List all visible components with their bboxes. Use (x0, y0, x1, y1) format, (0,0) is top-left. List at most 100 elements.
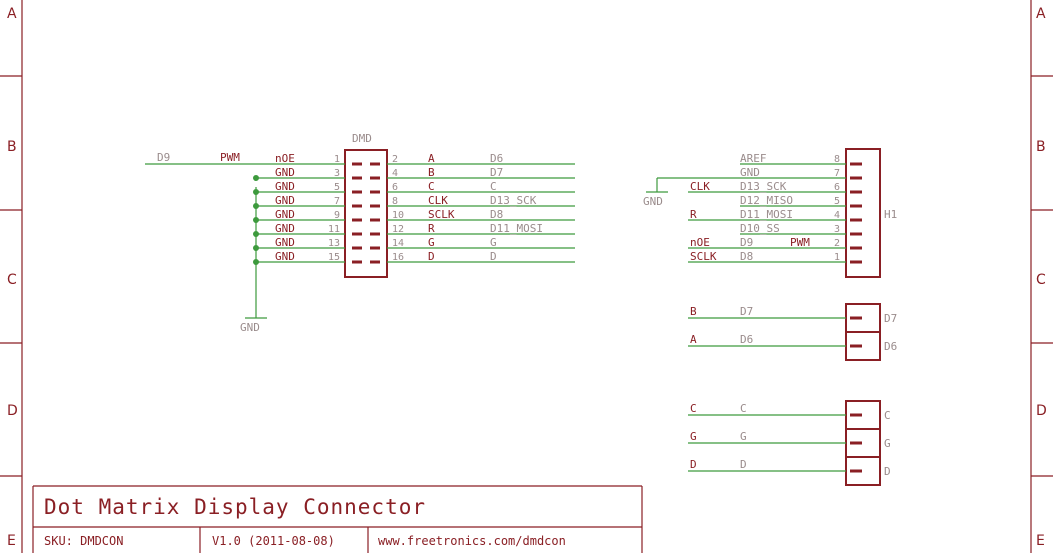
zone-label-left-c: C (7, 272, 17, 288)
dmd-right-pin: 14 (392, 238, 404, 249)
title-block: Dot Matrix Display Connector SKU: DMDCON… (32, 485, 643, 553)
dmd-right-signal: SCLK (428, 208, 455, 221)
dmd-right-pin: 4 (392, 168, 398, 179)
h1-pin-number: 6 (834, 182, 840, 193)
dmd-left-signal: GND (275, 222, 295, 235)
h1-pin-number: 7 (834, 168, 840, 179)
dmd-right-pin: 2 (392, 154, 398, 165)
dmd-left-signal: nOE (275, 152, 295, 165)
h1-pin-number: 1 (834, 252, 840, 263)
zone-label-right-b: B (1036, 139, 1046, 155)
zone-label-right-d: D (1036, 403, 1047, 419)
jumper-label: D6 (884, 340, 897, 353)
dmd-right-signal: A (428, 152, 435, 165)
dmd-left-signal: GND (275, 180, 295, 193)
h1-header-body (845, 148, 881, 278)
dmd-right-net: D11_MOSI (490, 222, 543, 235)
dmd-connector: DMD (344, 132, 388, 278)
h1-pin-signal: SCLK (690, 250, 717, 263)
h1-rows: 8AREF7GND6D13_SCKCLK5D12_MISO4D11_MOSIR3… (688, 152, 862, 264)
jumper-signal: A (690, 333, 697, 346)
h1-pin-number: 5 (834, 196, 840, 207)
dmd-ground-label: GND (240, 321, 260, 334)
dmd-left-pin: 15 (328, 252, 340, 263)
h1-pin-number: 3 (834, 224, 840, 235)
dmd-left-pin: 13 (328, 238, 340, 249)
jumper-label: D7 (884, 312, 897, 325)
dmd-left-pin: 11 (328, 224, 340, 235)
dmd-connector-body (344, 149, 388, 278)
jumper-net: D7 (740, 305, 753, 318)
jumper-label: C (884, 409, 891, 422)
dmd-part-label: DMD (352, 132, 372, 145)
jumper-net: D (740, 458, 747, 471)
h1-pin-net: D9 (740, 236, 753, 249)
dmd-left-signal: GND (275, 166, 295, 179)
h1-pin-signal: nOE (690, 236, 710, 249)
h1-pin-number: 4 (834, 210, 840, 221)
h1-part-label: H1 (884, 208, 897, 221)
title-block-title: Dot Matrix Display Connector (44, 495, 426, 519)
dmd-right-net: D8 (490, 208, 503, 221)
jumper-label: D (884, 465, 891, 478)
zone-label-right-e: E (1036, 533, 1045, 549)
jumper-signal: D (690, 458, 697, 471)
h1-pin-number: 2 (834, 238, 840, 249)
h1-pin-number: 8 (834, 154, 840, 165)
jumper-label: G (884, 437, 891, 450)
dmd-right-net: G (490, 236, 497, 249)
zone-label-left-d: D (7, 403, 18, 419)
jumpers-bottom-group: C C C G G G D D D (688, 400, 891, 486)
dmd-right-net: C (490, 180, 497, 193)
dmd-right-pin: 8 (392, 196, 398, 207)
dmd-right-net: D13_SCK (490, 194, 537, 207)
dmd-right-pin: 12 (392, 224, 404, 235)
h1-header: H1 (845, 148, 897, 278)
h1-pin-net: GND (740, 166, 760, 179)
dmd-ground-junction (253, 175, 259, 181)
zone-label-left-a: A (7, 6, 17, 22)
title-block-version: V1.0 (2011-08-08) (212, 534, 335, 548)
h1-pin-net: D10_SS (740, 222, 780, 235)
dmd-right-signal: B (428, 166, 435, 179)
jumper-net: C (740, 402, 747, 415)
zone-label-right-c: C (1036, 272, 1046, 288)
dmd-right-signal: C (428, 180, 435, 193)
h1-pin-net: D12_MISO (740, 194, 793, 207)
jumper-net: G (740, 430, 747, 443)
jumper-signal: G (690, 430, 697, 443)
dmd-left-pin: 7 (334, 196, 340, 207)
zone-label-right-a: A (1036, 6, 1046, 22)
dmd-left-signal: GND (275, 236, 295, 249)
dmd-right-pin: 10 (392, 210, 404, 221)
jumper-signal: B (690, 305, 697, 318)
h1-pin-net: D13_SCK (740, 180, 787, 193)
h1-pin-signal: CLK (690, 180, 710, 193)
h1-ground-label: GND (643, 195, 663, 208)
dmd-left-signal: GND (275, 250, 295, 263)
zone-label-left-b: B (7, 139, 17, 155)
h1-pin-net: D8 (740, 250, 753, 263)
jumper-signal: C (690, 402, 697, 415)
dmd-right-signal: G (428, 236, 435, 249)
title-block-sku: SKU: DMDCON (44, 534, 123, 548)
dmd-input-net: D9 (157, 151, 170, 164)
zone-label-left-e: E (7, 533, 16, 549)
h1-pin-net: D11_MOSI (740, 208, 793, 221)
title-block-url: www.freetronics.com/dmdcon (378, 534, 566, 548)
dmd-right-signal: R (428, 222, 435, 235)
jumper-net: D6 (740, 333, 753, 346)
dmd-left-signal: GND (275, 208, 295, 221)
dmd-left-pin: 5 (334, 182, 340, 193)
dmd-input-signal: PWM (220, 151, 240, 164)
dmd-right-pin: 6 (392, 182, 398, 193)
h1-pin-net: AREF (740, 152, 767, 165)
dmd-left-pin: 1 (334, 154, 340, 165)
dmd-right-net: D6 (490, 152, 503, 165)
h1-pin-extra-signal: PWM (790, 236, 810, 249)
dmd-right-pin: 16 (392, 252, 404, 263)
dmd-right-net: D7 (490, 166, 503, 179)
